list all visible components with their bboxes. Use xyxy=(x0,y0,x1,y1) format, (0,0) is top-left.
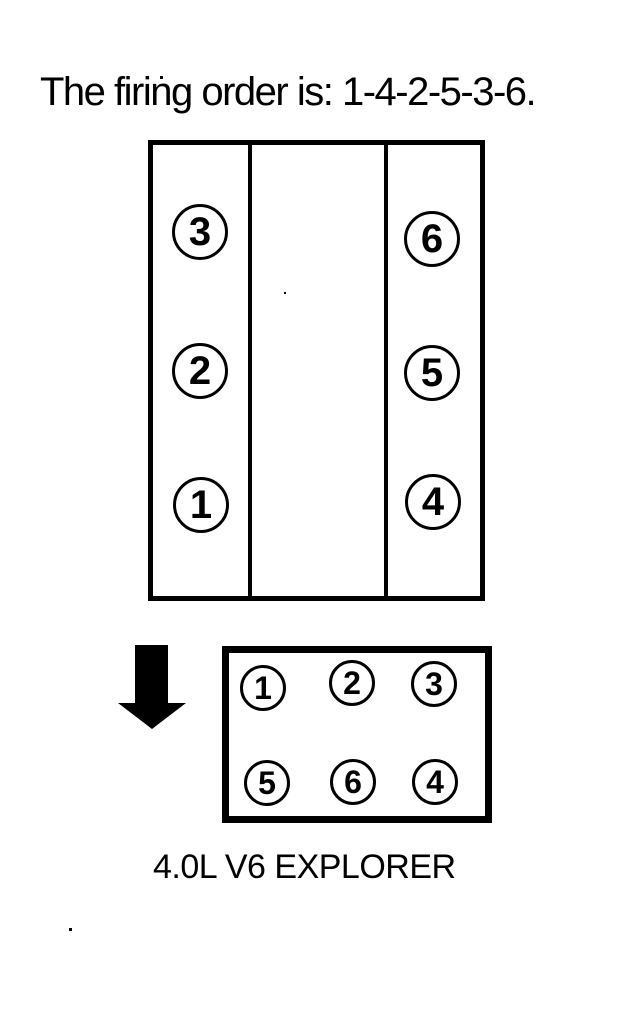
engine-caption: 4.0L V6 EXPLORER xyxy=(153,848,456,886)
firing-order-title: The firing order is: 1-4-2-5-3-6. xyxy=(40,70,537,114)
cap-terminal-1: 1 xyxy=(240,665,286,711)
down-arrow-shaft xyxy=(135,645,168,704)
scan-speck xyxy=(69,928,72,931)
cylinder-5: 5 xyxy=(404,345,460,401)
cap-terminal-2: 2 xyxy=(329,660,375,706)
cylinder-4: 4 xyxy=(405,474,461,530)
cylinder-2: 2 xyxy=(172,343,228,399)
cap-terminal-6: 6 xyxy=(330,759,376,805)
cylinder-1: 1 xyxy=(173,477,229,533)
bank-divider-right xyxy=(384,145,388,596)
cap-terminal-5: 5 xyxy=(244,760,290,806)
down-arrow-head xyxy=(118,703,186,729)
scan-speck xyxy=(160,76,163,79)
cap-terminal-3: 3 xyxy=(411,661,457,707)
bank-divider-left xyxy=(248,145,252,596)
cap-terminal-4: 4 xyxy=(412,759,458,805)
scan-speck xyxy=(284,292,286,294)
cylinder-3: 3 xyxy=(172,204,228,260)
cylinder-6: 6 xyxy=(404,211,460,267)
